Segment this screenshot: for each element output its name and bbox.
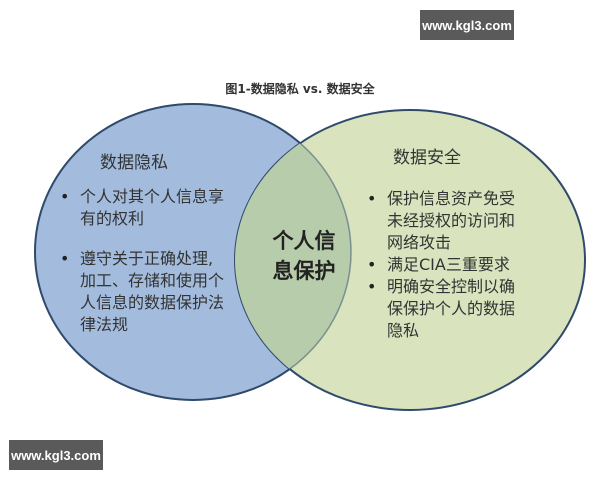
line: 个人信: [272, 229, 336, 253]
line: 明确安全控制以确: [387, 277, 516, 296]
line: 保护信息资产免受: [387, 189, 516, 208]
list-item: 遵守关于正确处理, 加工、存储和使用个 人信息的数据保护法 律法规: [58, 248, 258, 336]
right-item-list: 保护信息资产免受 未经授权的访问和 网络攻击 满足CIA三重要求 明确安全控制以…: [365, 188, 565, 342]
watermark-bottom: www.kgl3.com: [9, 440, 103, 470]
list-item: 明确安全控制以确 保保护个人的数据 隐私: [365, 276, 565, 342]
line: 息保护: [272, 259, 336, 283]
left-heading: 数据隐私: [100, 153, 168, 173]
figure-title: 图1-数据隐私 vs. 数据安全: [225, 82, 375, 96]
line: 人信息的数据保护法: [80, 293, 225, 312]
watermark-text: www.kgl3.com: [422, 17, 512, 33]
line: 加工、存储和使用个: [80, 271, 225, 290]
line: 未经授权的访问和: [387, 211, 516, 230]
left-circle-outline: [34, 103, 352, 401]
line: 保保护个人的数据: [387, 299, 516, 318]
line: 有的权利: [80, 209, 145, 228]
overlap-label: 个人信 息保护: [266, 226, 342, 286]
line: 隐私: [387, 321, 420, 340]
watermark-top: www.kgl3.com: [420, 10, 514, 40]
line: 满足CIA三重要求: [387, 255, 510, 274]
watermark-text: www.kgl3.com: [11, 447, 101, 463]
overlap-region: [235, 110, 351, 400]
list-item: 保护信息资产免受 未经授权的访问和 网络攻击: [365, 188, 565, 254]
list-item: 满足CIA三重要求: [365, 254, 565, 276]
line: 个人对其个人信息享: [80, 187, 225, 206]
line: 网络攻击: [387, 233, 452, 252]
line: 律法规: [80, 315, 129, 334]
right-heading: 数据安全: [393, 148, 461, 168]
left-item-list: 个人对其个人信息享 有的权利 遵守关于正确处理, 加工、存储和使用个 人信息的数…: [58, 186, 258, 336]
list-item: 个人对其个人信息享 有的权利: [58, 186, 258, 230]
line: 遵守关于正确处理,: [80, 249, 214, 268]
